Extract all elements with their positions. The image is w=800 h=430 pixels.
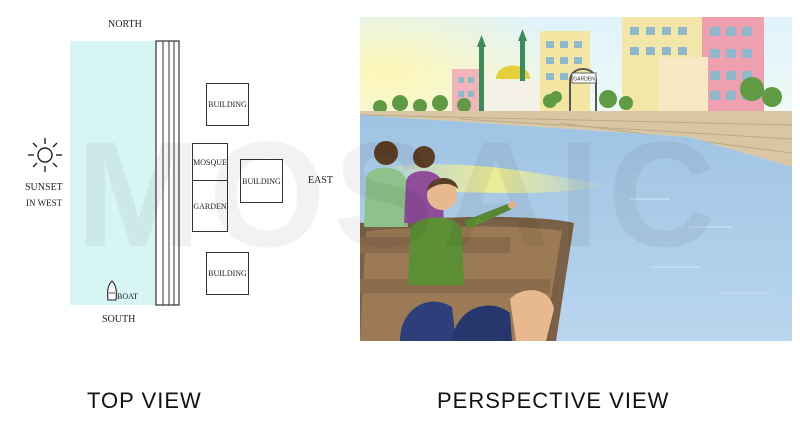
minaret-tip-right (518, 29, 527, 41)
embankment-outline (155, 40, 180, 306)
building-bottom: BUILDING (206, 252, 249, 295)
garden-label: GARDEN (193, 201, 227, 211)
building-label: BUILDING (242, 176, 281, 186)
mosque-body (484, 79, 540, 111)
passenger-purple-head (413, 146, 435, 168)
building-cream (658, 57, 708, 111)
passenger-green (364, 141, 408, 227)
garden-box: GARDEN (192, 180, 228, 232)
water-ripples (630, 198, 770, 294)
sunset-direction-label: IN WEST (26, 198, 63, 208)
caption-top-view: TOP VIEW (87, 388, 202, 413)
boat-label: BOAT (117, 292, 138, 301)
foreground-person (400, 290, 554, 341)
garden-sign-board (571, 72, 597, 84)
compass-east: EAST (308, 175, 333, 186)
building-middle: BUILDING (240, 159, 283, 203)
embankment-steps (360, 111, 792, 167)
building-label: BUILDING (208, 100, 247, 109)
passenger-green-body (364, 167, 408, 227)
boat-hull (107, 280, 117, 301)
boat-seat-front (360, 279, 550, 293)
sun-icon (28, 138, 62, 172)
building-top: BUILDING (206, 83, 249, 126)
minaret-tip-left (477, 35, 486, 47)
sun-disc (37, 147, 53, 163)
compass-south: SOUTH (102, 314, 136, 325)
mosque-box: MOSQUE (192, 143, 228, 181)
embankment-lines (155, 40, 180, 306)
foreground-knee-left (400, 301, 456, 341)
mosque-label: MOSQUE (193, 157, 227, 167)
perspective-illustration: GARDEN (360, 17, 792, 341)
river-area (70, 41, 159, 305)
child-pointing (408, 177, 516, 285)
child-arm (464, 203, 512, 229)
boat-icon (107, 280, 117, 301)
child-hair (427, 177, 458, 191)
top-view-panel: NORTH SOUTH EAST SUNSET IN WEST BOAT BUI… (0, 0, 350, 340)
garden-gate: GARDEN (569, 68, 597, 111)
mosque (477, 29, 540, 111)
building-label: BUILDING (208, 269, 247, 278)
minaret-left (479, 47, 484, 111)
compass-north: NORTH (108, 19, 142, 30)
sun-rays (28, 138, 62, 172)
passenger-green-head (374, 141, 398, 165)
sunset-label: SUNSET (25, 182, 63, 193)
tree-row (373, 77, 782, 114)
minaret-right (520, 41, 525, 81)
child-body (408, 217, 464, 285)
foreground-hand (510, 290, 554, 341)
child-hand (508, 201, 516, 209)
caption-perspective-view: PERSPECTIVE VIEW (437, 388, 670, 413)
foreground-knee-right (452, 305, 512, 341)
child-head (427, 180, 457, 210)
garden-sign-text: GARDEN (573, 77, 595, 83)
